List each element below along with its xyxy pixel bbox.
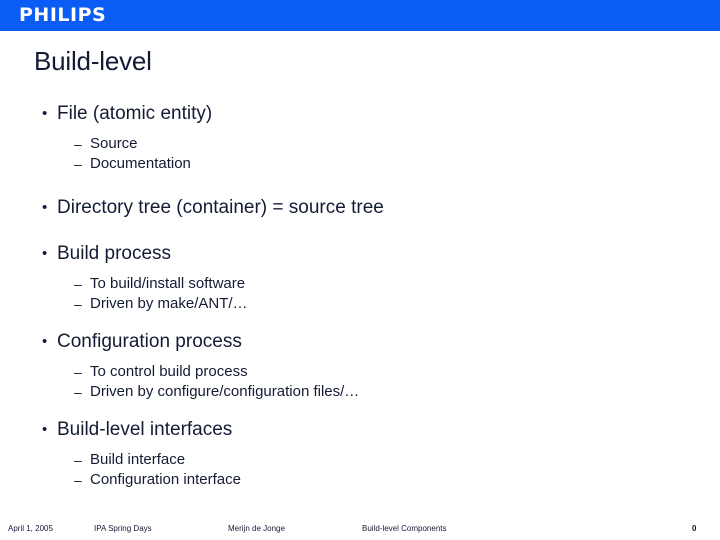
bullet-label: Configuration process [57, 331, 242, 352]
dash-marker-icon: – [74, 364, 82, 380]
bullet-group-directory-tree: • Directory tree (container) = source tr… [0, 196, 720, 220]
bullet-item: • Build-level interfaces [0, 418, 720, 442]
spacer [0, 220, 720, 242]
sub-bullet-label: Build interface [90, 451, 186, 468]
dash-marker-icon: – [74, 136, 82, 152]
bullet-marker-icon: • [42, 333, 48, 350]
spacer [0, 126, 720, 134]
footer-date: April 1, 2005 [8, 524, 53, 533]
spacer [0, 314, 720, 330]
sub-bullet-label: Source [90, 135, 138, 152]
sub-bullet-label: To build/install software [90, 275, 246, 292]
bullet-item: • Configuration process [0, 330, 720, 354]
sub-bullet-label: Driven by configure/configuration files/… [90, 383, 360, 400]
sub-bullet-label: Driven by make/ANT/… [90, 295, 248, 312]
footer-event: IPA Spring Days [94, 524, 152, 533]
bullet-label: Directory tree (container) = source tree [57, 197, 384, 218]
page-title: Build-level [34, 46, 152, 76]
sub-bullet-item: – Driven by make/ANT/… [0, 294, 720, 314]
bullet-item: • Build process [0, 242, 720, 266]
sub-bullet-label: To control build process [90, 363, 248, 380]
spacer [0, 354, 720, 362]
footer-topic: Build-level Components [362, 524, 447, 533]
footer-page-number: 0 [692, 524, 697, 533]
brand-header-bar: PHILIPS [0, 0, 720, 31]
bullet-label: File (atomic entity) [57, 103, 213, 124]
sub-bullet-item: – To build/install software [0, 274, 720, 294]
bullet-marker-icon: • [42, 245, 48, 262]
bullet-marker-icon: • [42, 105, 48, 122]
spacer [0, 402, 720, 418]
slide-footer: April 1, 2005 IPA Spring Days Merijn de … [0, 524, 720, 540]
bullet-label: Build process [57, 243, 172, 264]
dash-marker-icon: – [74, 296, 82, 312]
slide-content: • File (atomic entity) – Source – Docume… [0, 102, 720, 490]
dash-marker-icon: – [74, 276, 82, 292]
bullet-marker-icon: • [42, 199, 48, 216]
dash-marker-icon: – [74, 452, 82, 468]
sub-bullet-item: – Documentation [0, 154, 720, 174]
bullet-marker-icon: • [42, 421, 48, 438]
bullet-group-build-level-interfaces: • Build-level interfaces – Build interfa… [0, 418, 720, 490]
bullet-item: • File (atomic entity) [0, 102, 720, 126]
spacer [0, 442, 720, 450]
dash-marker-icon: – [74, 472, 82, 488]
spacer [0, 174, 720, 196]
philips-logo: PHILIPS [19, 4, 107, 26]
bullet-group-build-process: • Build process – To build/install softw… [0, 242, 720, 314]
sub-bullet-label: Documentation [90, 155, 191, 172]
sub-bullet-item: – Configuration interface [0, 470, 720, 490]
spacer [0, 266, 720, 274]
sub-bullet-item: – To control build process [0, 362, 720, 382]
sub-bullet-item: – Build interface [0, 450, 720, 470]
dash-marker-icon: – [74, 156, 82, 172]
sub-bullet-label: Configuration interface [90, 471, 241, 488]
sub-bullet-item: – Driven by configure/configuration file… [0, 382, 720, 402]
bullet-group-file: • File (atomic entity) – Source – Docume… [0, 102, 720, 174]
bullet-item: • Directory tree (container) = source tr… [0, 196, 720, 220]
footer-author: Merijn de Jonge [228, 524, 285, 533]
bullet-group-configuration-process: • Configuration process – To control bui… [0, 330, 720, 402]
bullet-label: Build-level interfaces [57, 419, 233, 440]
sub-bullet-item: – Source [0, 134, 720, 154]
dash-marker-icon: – [74, 384, 82, 400]
